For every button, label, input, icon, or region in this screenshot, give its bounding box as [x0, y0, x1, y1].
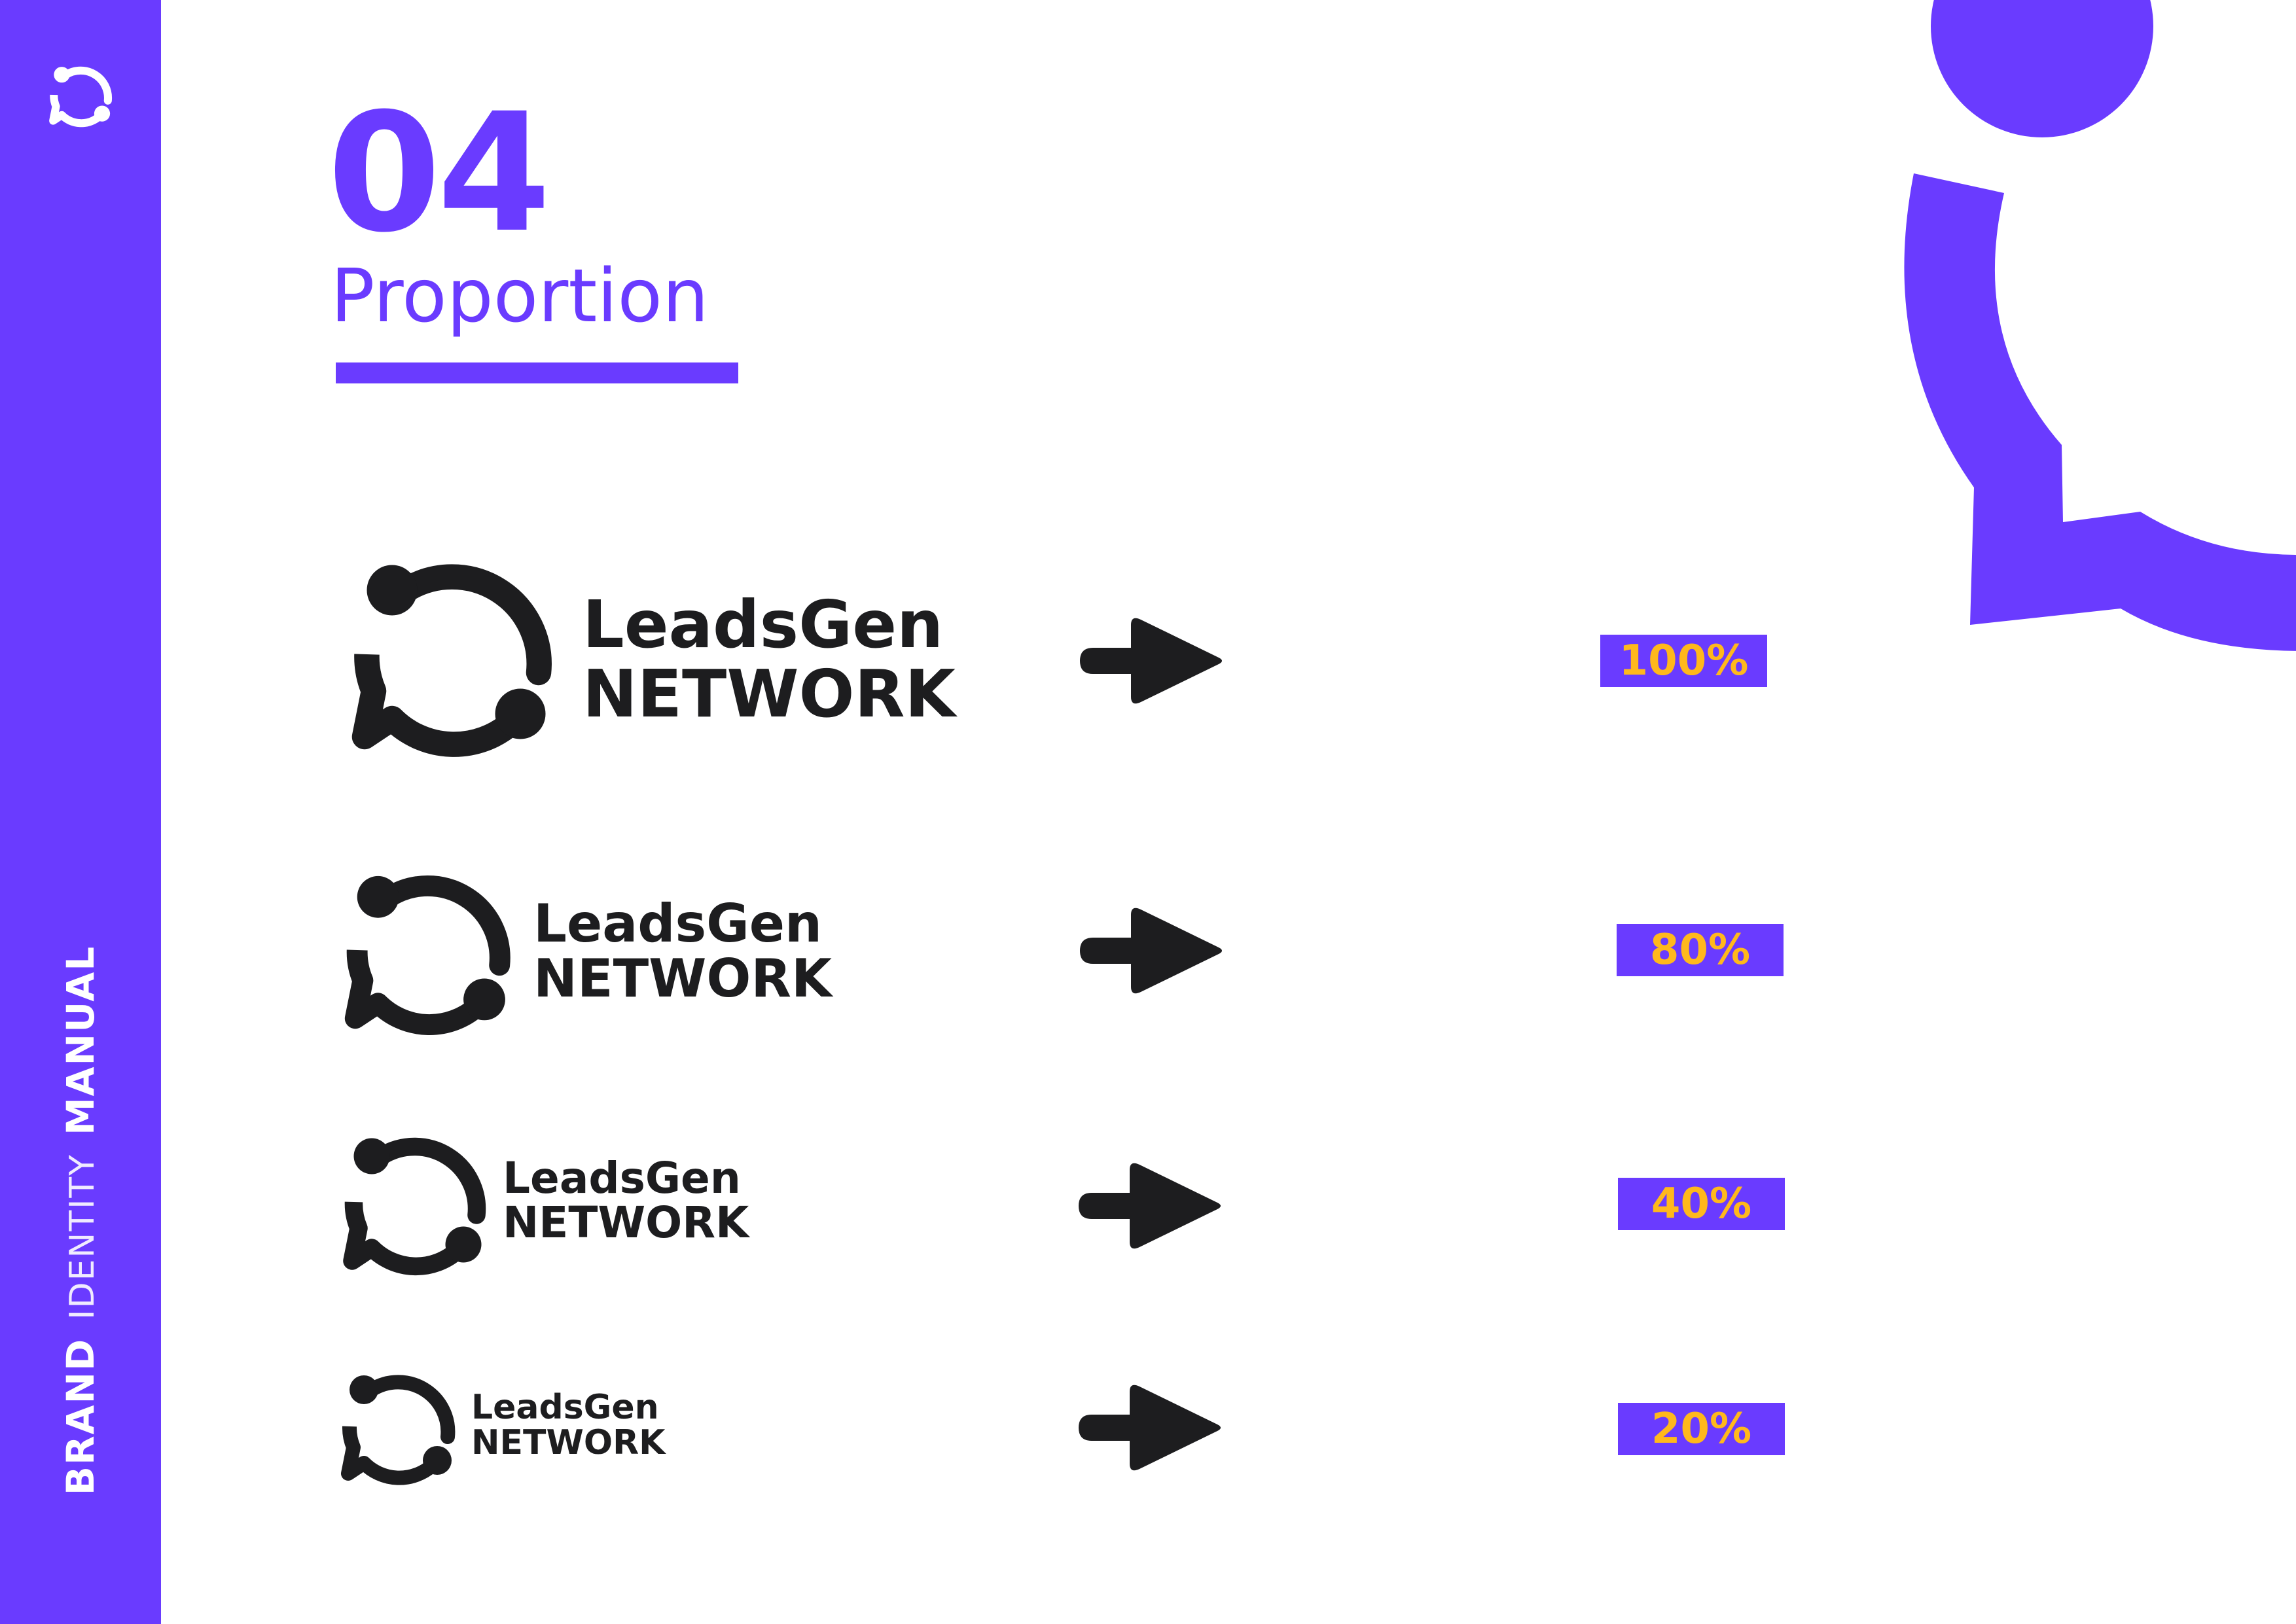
wordmark-line-2: NETWORK [471, 1423, 666, 1462]
logo-wordmark: LeadsGen NETWORK [503, 1157, 749, 1244]
brand-word: BRAND [58, 1337, 103, 1496]
logo-wordmark: LeadsGen NETWORK [533, 898, 832, 1005]
wordmark-line-1: LeadsGen [583, 586, 944, 663]
arrow-right-icon [1079, 1385, 1221, 1471]
brand-identity-manual-label: BRAND IDENTITY MANUAL [58, 945, 103, 1496]
wordmark-line-1: LeadsGen [503, 1153, 741, 1203]
scale-badge-40: 40% [1618, 1178, 1785, 1230]
title-underline [336, 362, 738, 383]
logo-mark-icon [344, 875, 511, 1035]
arrow-right-icon [1080, 908, 1222, 994]
arrow-right-icon [1080, 618, 1222, 704]
manual-word: MANUAL [58, 945, 103, 1136]
chat-bubble-logo-icon [49, 66, 113, 128]
arrow-right-icon [1079, 1163, 1221, 1249]
wordmark-line-2: NETWORK [503, 1197, 749, 1248]
logo-mark-icon [341, 1375, 456, 1485]
decorative-logo-fragment [1904, 0, 2296, 651]
wordmark-line-1: LeadsGen [471, 1388, 659, 1427]
logo-mark-icon [351, 564, 552, 757]
logo-mark-icon [343, 1137, 486, 1275]
wordmark-line-1: LeadsGen [533, 893, 822, 954]
wordmark-line-2: NETWORK [533, 948, 833, 1009]
logo-wordmark: LeadsGen NETWORK [583, 592, 956, 727]
scale-badge-100: 100% [1600, 635, 1767, 687]
section-title: Proportion [331, 254, 709, 339]
scale-badge-80: 80% [1617, 924, 1784, 976]
wordmark-line-2: NETWORK [583, 656, 956, 732]
identity-word: IDENTITY [63, 1154, 102, 1320]
section-number: 04 [327, 78, 551, 268]
scale-badge-20: 20% [1618, 1403, 1785, 1455]
logo-wordmark: LeadsGen NETWORK [471, 1390, 665, 1460]
sidebar: BRAND IDENTITY MANUAL [0, 0, 161, 1624]
